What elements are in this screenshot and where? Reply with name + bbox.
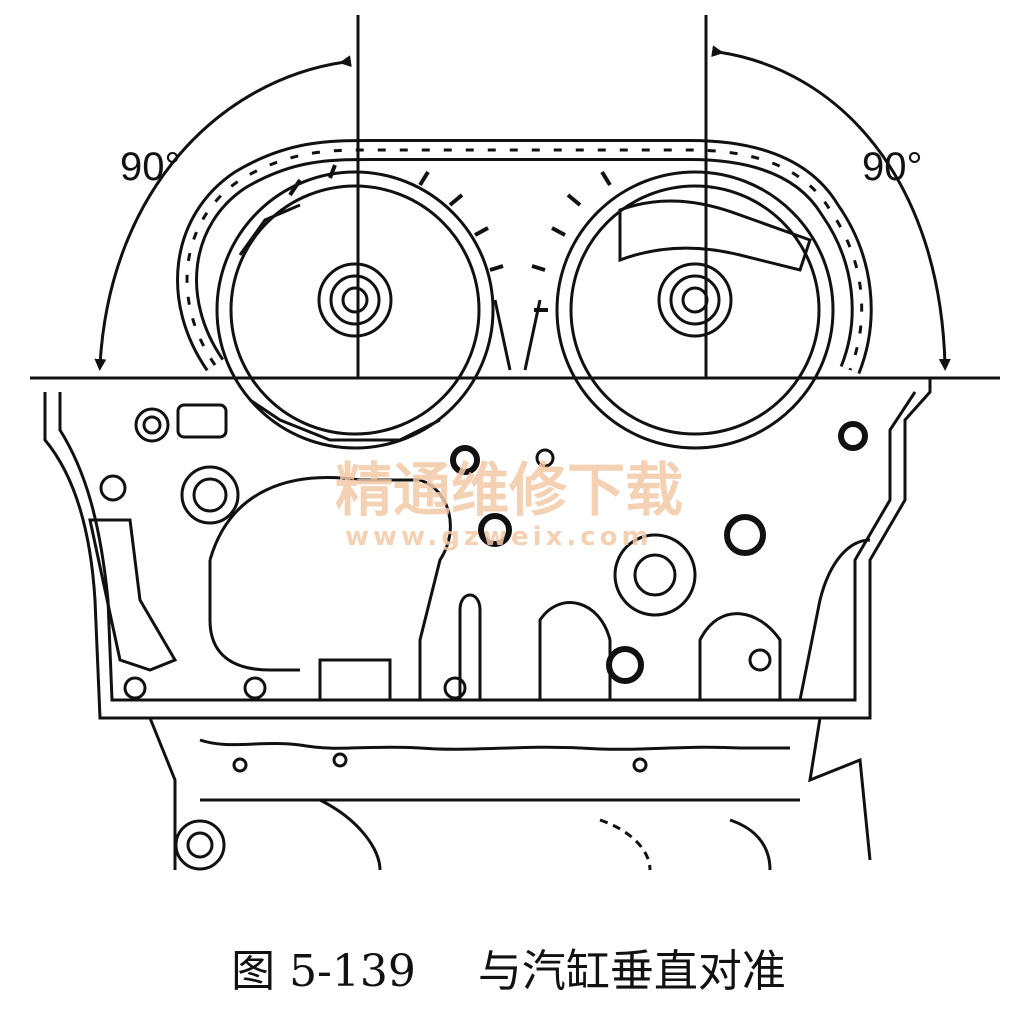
engine-block-lower <box>148 717 872 871</box>
left-angle-label: 90° <box>120 145 181 189</box>
figure-caption: 图 5-139 与汽缸垂直对准 <box>0 935 1017 999</box>
figure-title: 与汽缸垂直对准 <box>477 946 786 997</box>
watermark-chinese: 精通维修下载 <box>335 456 683 524</box>
left-90-degree-arc-arrow <box>94 55 352 371</box>
watermark-url: www.gzweix.com <box>345 522 653 552</box>
right-90-degree-arc-arrow <box>711 45 951 371</box>
chain-guide-center <box>493 299 542 371</box>
timing-chain-diagram: 90° 90° <box>30 15 1000 871</box>
left-camshaft-sprocket <box>215 164 504 450</box>
right-angle-label: 90° <box>862 145 923 189</box>
right-camshaft-sprocket <box>531 170 835 450</box>
cylinder-head <box>43 378 932 720</box>
figure-number: 图 5-139 <box>231 946 416 997</box>
